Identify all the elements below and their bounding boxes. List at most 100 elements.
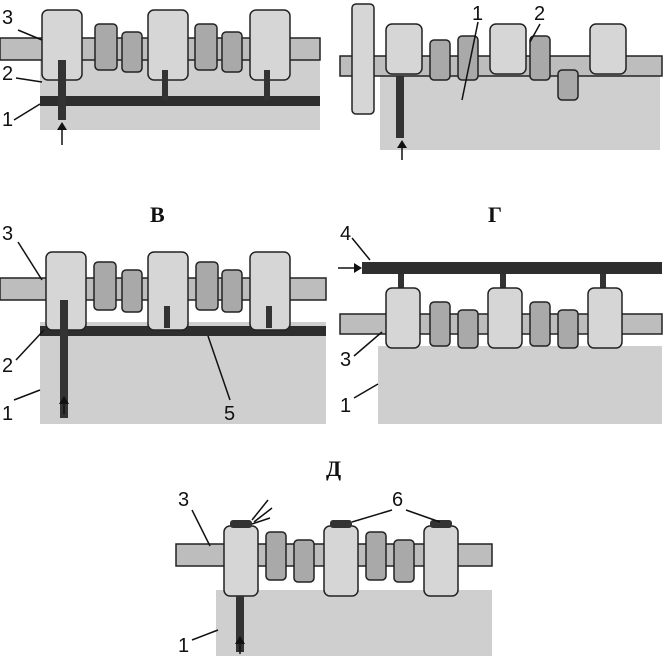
panel-g-leader — [353, 383, 379, 399]
panel-g-label-4: 4 — [340, 223, 351, 245]
panel-a-label-1: 1 — [2, 109, 13, 131]
panel-a-bearing — [147, 9, 189, 81]
panel-a-oil-gallery — [40, 96, 320, 106]
panel-v-oil-channel — [164, 306, 170, 328]
panel-a-cam — [121, 31, 143, 73]
panel-v-leader — [15, 329, 45, 361]
section-label-v: В — [150, 202, 165, 227]
panel-v-label-2: 2 — [2, 355, 13, 377]
panel-v-cam — [93, 261, 117, 311]
panel-d-oil-nozzle — [430, 520, 452, 528]
panel-b-oil-channel — [396, 76, 404, 138]
panel-a-label-2: 2 — [2, 63, 13, 85]
panel-v-cam — [121, 269, 143, 313]
panel-g-cam — [529, 301, 551, 347]
panel-d-label-1: 1 — [178, 635, 189, 657]
panel-d-bearing — [323, 525, 359, 597]
panel-d-leader — [191, 509, 211, 547]
panel-d-leader — [351, 509, 393, 523]
panel-v-arrow-head — [59, 396, 69, 404]
panel-d-spray-line — [251, 499, 269, 521]
panel-b-sprocket — [351, 3, 375, 115]
panel-a-oil-channel — [58, 60, 66, 120]
panel-d-block — [216, 590, 492, 656]
panel-a-oil-channel — [162, 70, 168, 100]
panel-g-leader — [351, 237, 371, 261]
panel-v-oil-channel — [60, 300, 68, 418]
panel-b-cam — [557, 69, 579, 101]
panel-g-bearing — [385, 287, 421, 349]
panel-b-bearing — [489, 23, 527, 75]
panel-v-leader — [207, 335, 231, 401]
panel-g-cam — [557, 309, 579, 349]
panel-v-label-1: 1 — [2, 403, 13, 425]
panel-g-oil-rail — [362, 262, 662, 274]
panel-g-leader — [353, 331, 383, 357]
panel-d: 3 6 1 — [175, 489, 493, 657]
panel-a-bearing — [249, 9, 291, 81]
panel-v: 3 2 1 5 — [0, 223, 327, 425]
panel-g-label-3: 3 — [340, 349, 351, 371]
panel-b-bearing — [589, 23, 627, 75]
panel-a-cam — [221, 31, 243, 73]
panel-d-oil-nozzle — [230, 520, 252, 528]
panel-v-bearing — [249, 251, 291, 331]
panel-v-cam — [221, 269, 243, 313]
panel-d-arrow-head — [235, 636, 245, 644]
panel-d-label-3: 3 — [178, 489, 189, 511]
panel-d-spray-line — [253, 507, 273, 523]
panel-g-arrow-head — [354, 263, 362, 273]
panel-b-cam — [429, 39, 451, 81]
panel-g-bearing — [487, 287, 523, 349]
panel-b-arrow-head — [397, 140, 407, 148]
panel-a-cam — [94, 23, 118, 71]
panel-g-cam — [457, 309, 479, 349]
panel-b-leader — [529, 23, 541, 43]
panel-d-cam — [265, 531, 287, 581]
panel-g-oil-tube — [500, 274, 506, 296]
panel-g-oil-tube — [600, 274, 606, 296]
panel-d-spray-line — [251, 517, 271, 525]
panel-b-label-2: 2 — [534, 3, 545, 25]
panel-v-oil-channel — [266, 306, 272, 328]
panel-b-bearing — [385, 23, 423, 75]
panel-d-oil-nozzle — [330, 520, 352, 528]
panel-a-leader — [17, 29, 43, 41]
panel-g-cam — [429, 301, 451, 347]
panel-g-oil-tube — [398, 274, 404, 296]
panel-v-label-3: 3 — [2, 223, 13, 245]
panel-v-leader — [17, 241, 43, 281]
panel-g-bearing — [587, 287, 623, 349]
panel-d-bearing — [223, 525, 259, 597]
panel-d-leader — [191, 629, 219, 641]
panel-a-leader — [15, 77, 43, 83]
panel-a: 3 2 1 — [0, 7, 321, 145]
panel-d-oil-channel — [236, 596, 244, 652]
panel-b-leader — [461, 21, 479, 101]
panel-v-bearing — [147, 251, 189, 331]
panel-v-leader — [13, 389, 41, 401]
panel-b: 1 2 — [339, 3, 663, 160]
panel-b-label-1: 1 — [472, 3, 483, 25]
panel-a-oil-channel — [264, 70, 270, 100]
panel-a-cam — [194, 23, 218, 71]
panel-g-label-1: 1 — [340, 395, 351, 417]
panel-v-cam — [195, 261, 219, 311]
panel-d-label-6: 6 — [392, 489, 403, 511]
section-label-d: Д — [326, 456, 341, 481]
panel-a-leader — [13, 103, 41, 121]
panel-g-block — [378, 346, 662, 424]
panel-d-bearing — [423, 525, 459, 597]
panel-g: 4 3 1 — [338, 223, 663, 424]
panel-v-label-5: 5 — [224, 403, 235, 425]
panel-a-arrow-head — [57, 122, 67, 130]
panel-d-cam — [293, 539, 315, 583]
panel-v-oil-gallery — [40, 326, 326, 336]
panel-d-cam — [393, 539, 415, 583]
panel-v-block — [40, 322, 326, 424]
panel-b-cam — [529, 35, 551, 81]
panel-a-label-3: 3 — [2, 7, 13, 29]
panel-b-block — [380, 74, 660, 150]
